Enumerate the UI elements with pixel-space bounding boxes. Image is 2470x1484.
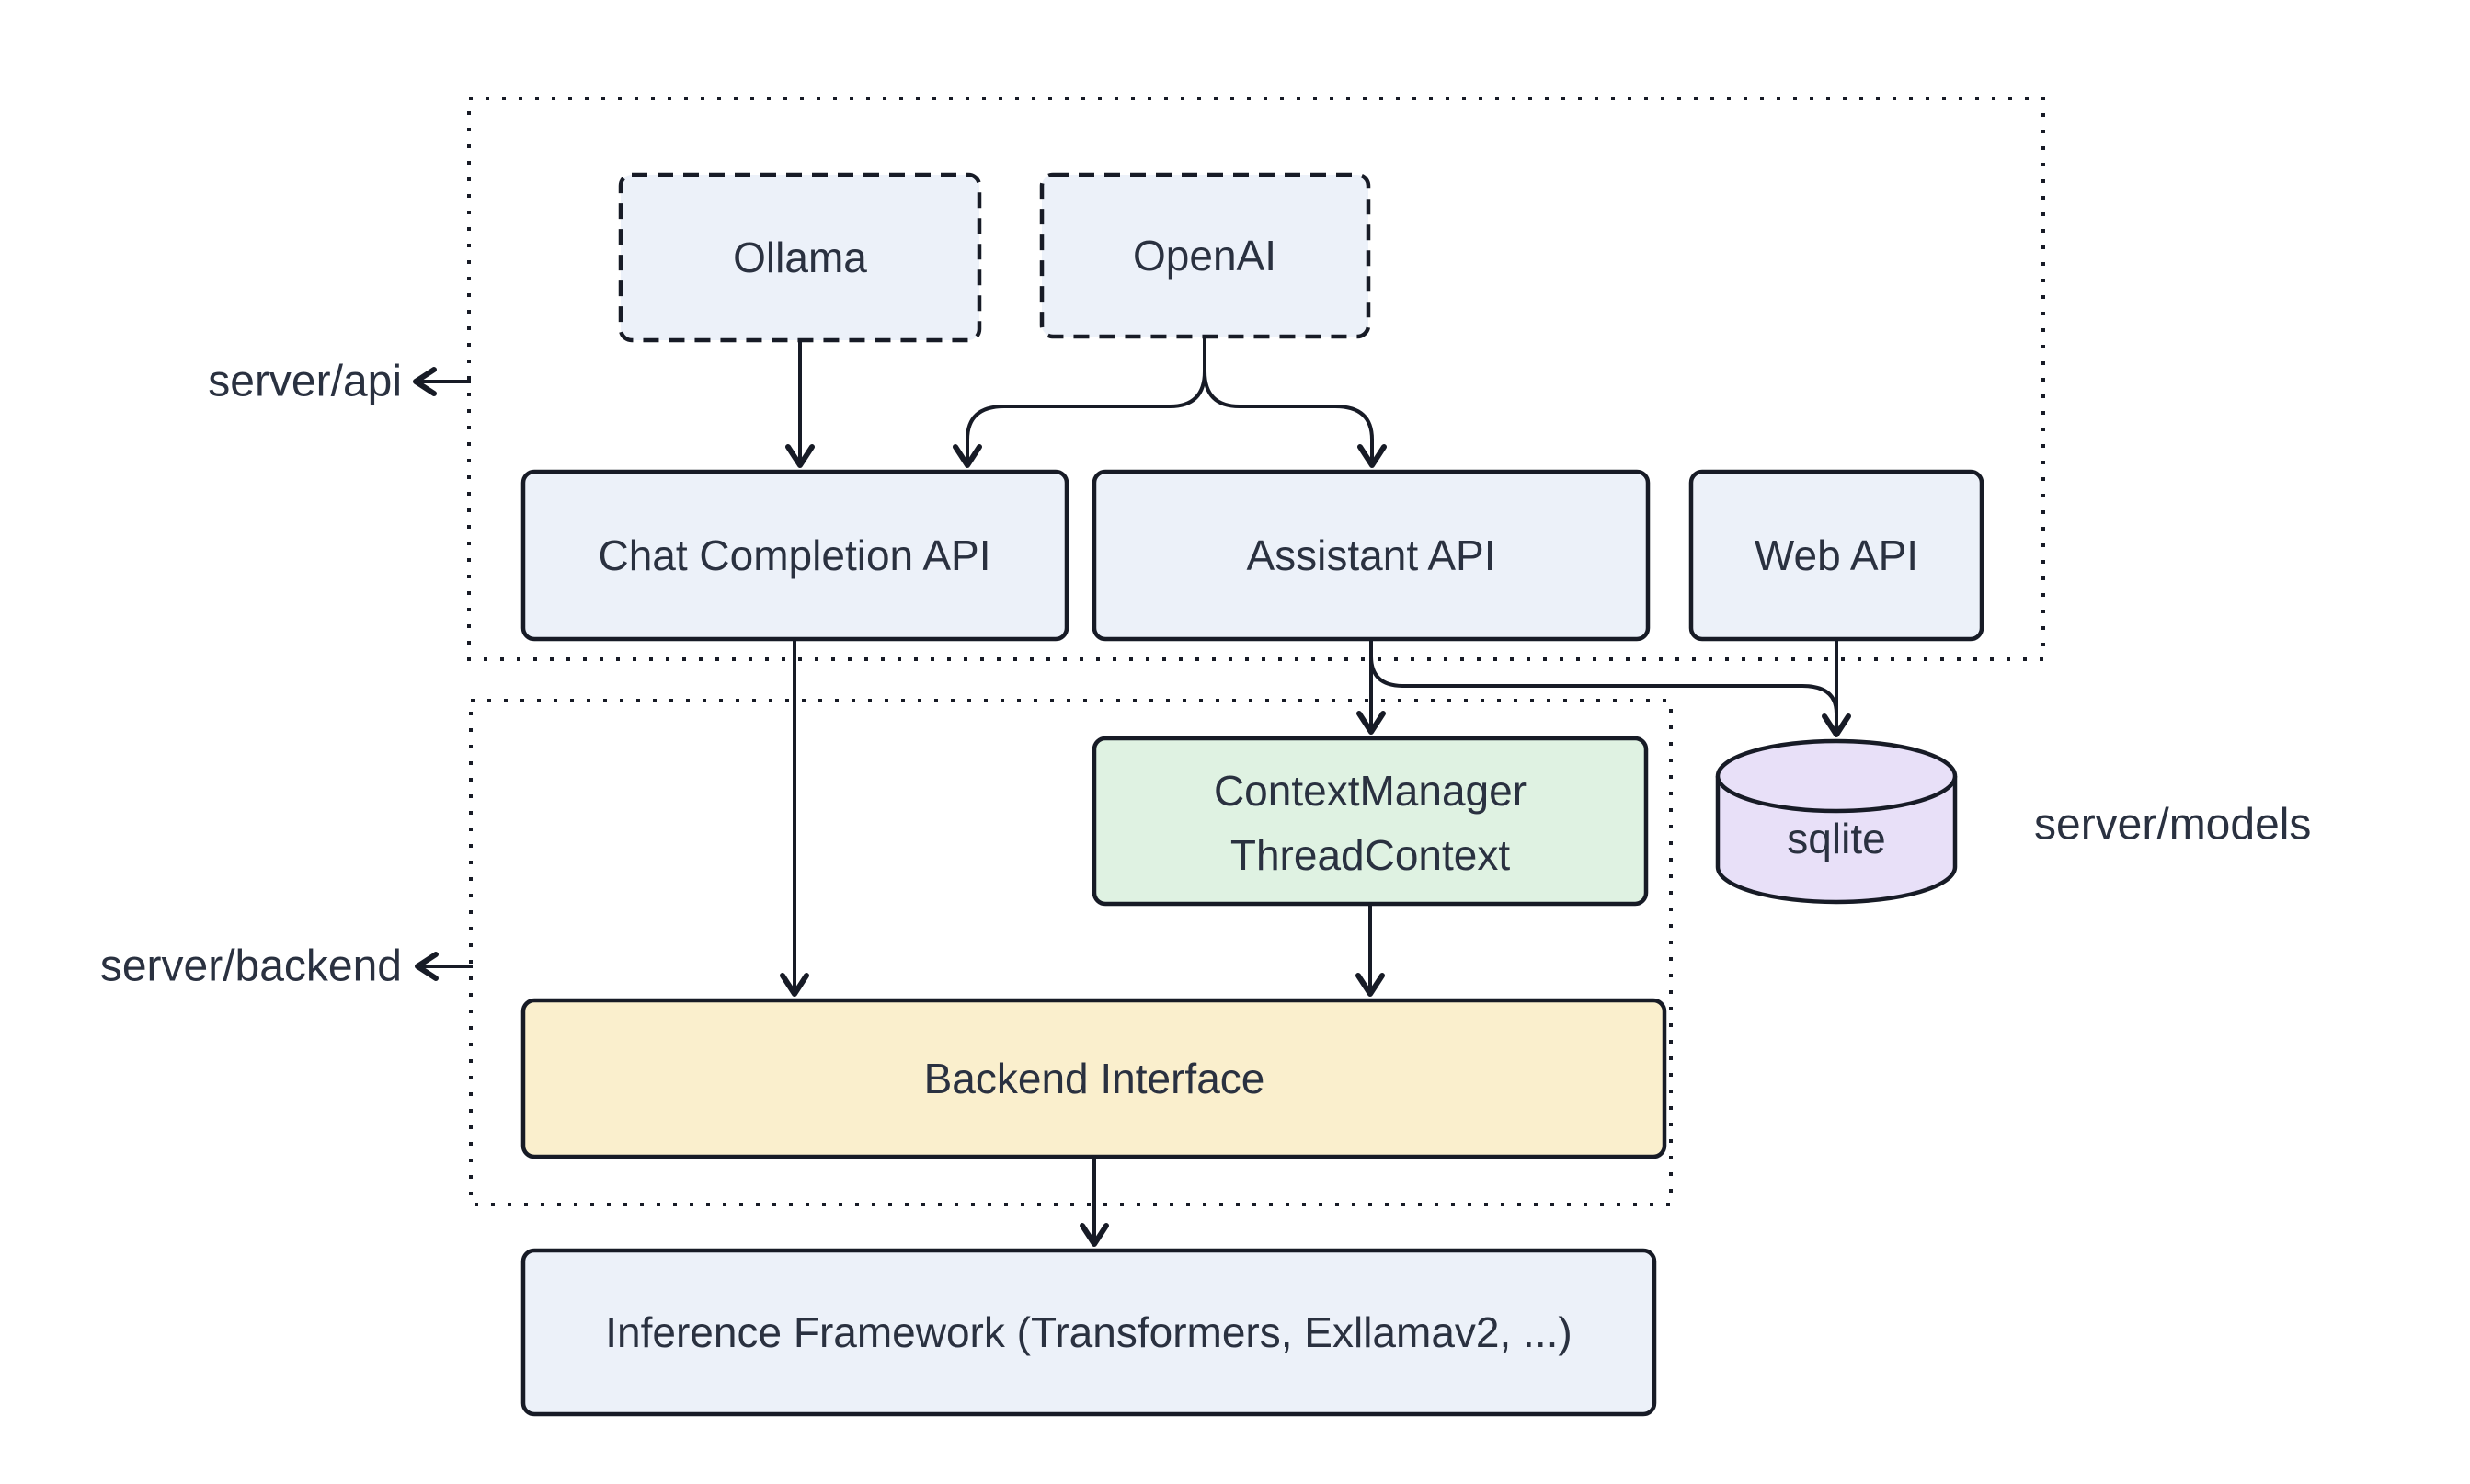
node-inference-framework: Inference Framework (Transformers, Exlla… [520,1248,1657,1417]
inference-framework-label: Inference Framework (Transformers, Exlla… [605,1308,1572,1356]
context-manager-box [1092,736,1649,907]
node-web-api: Web API [1688,469,1984,642]
web-api-label: Web API [1755,531,1918,579]
ollama-label: Ollama [733,234,867,281]
chat-completion-api-label: Chat Completion API [598,531,990,579]
node-chat-completion-api: Chat Completion API [520,469,1069,642]
server-backend-group-label: server/backend [100,942,402,991]
backend-interface-box [520,998,1667,1159]
server-api-group-label: server/api [208,358,402,406]
sqlite-cylinder-top [1715,738,1958,814]
node-assistant-api: Assistant API [1092,469,1651,642]
backend-interface-label: Backend Interface [924,1055,1265,1102]
assistant-api-label: Assistant API [1246,531,1495,579]
server-api-group-border [467,97,2045,661]
edge-assistant-api-to-sqlite [1369,656,1838,714]
context-manager-label-line2: ThreadContext [1230,831,1510,879]
node-ollama: Ollama [618,172,982,343]
web-api-box [1688,469,1984,642]
node-sqlite: sqlite [1715,738,1958,905]
server-backend-group-border [469,699,1673,1206]
edge-openai-to-chat-api [953,337,1206,468]
edge-openai-to-assistant-api [1203,337,1387,468]
inference-framework-box [520,1248,1657,1417]
node-openai: OpenAI [1039,172,1371,339]
ollama-box [618,172,982,343]
chat-completion-api-box [520,469,1069,642]
node-context-manager: ContextManager ThreadContext [1092,736,1649,907]
node-backend-interface: Backend Interface [520,998,1667,1159]
server-models-group-label: server/models [2034,801,2311,850]
openai-box [1039,172,1371,339]
sqlite-label: sqlite [1787,815,1885,862]
openai-label: OpenAI [1133,232,1276,280]
context-manager-label-line1: ContextManager [1214,767,1527,815]
assistant-api-box [1092,469,1651,642]
